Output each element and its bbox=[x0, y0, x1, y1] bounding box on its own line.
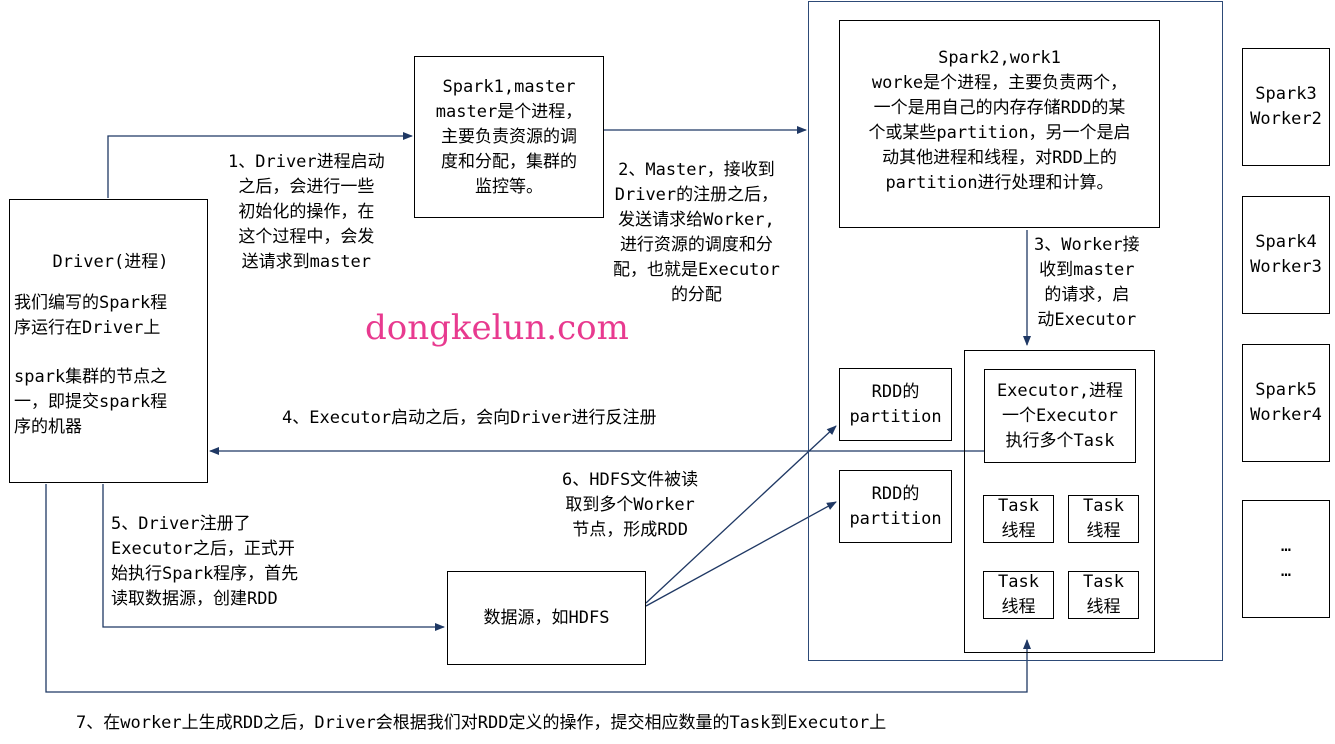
arrow-driver-to-tasks bbox=[45, 484, 1031, 693]
task-box: Task 线程 bbox=[1068, 495, 1139, 543]
step-6-label: 6、HDFS文件被读 取到多个Worker 节点，形成RDD bbox=[562, 470, 699, 540]
driver-box: Driver(进程) 我们编写的Spark程 序运行在Driver上 spark… bbox=[9, 199, 208, 483]
step-5-label: 5、Driver注册了 Executor之后，正式开 始执行Spark程序，首先… bbox=[111, 514, 299, 609]
arrow-datasource-to-partition-2 bbox=[645, 501, 837, 607]
worker-node-container bbox=[808, 1, 1223, 661]
arrow-driver-to-master bbox=[107, 132, 413, 198]
executor-box: Executor,进程 一个Executor 执行多个Task bbox=[984, 369, 1136, 463]
worker-box: … … bbox=[1242, 500, 1330, 618]
worker-box: Spark5 Worker4 bbox=[1242, 344, 1330, 462]
step-4-label: 4、Executor启动之后，会向Driver进行反注册 bbox=[282, 408, 657, 428]
task-box: Task 线程 bbox=[983, 571, 1054, 619]
worker-box: Spark4 Worker3 bbox=[1242, 196, 1330, 314]
rdd-partition-box: RDD的 partition bbox=[839, 368, 952, 441]
rdd-partition-box: RDD的 partition bbox=[839, 470, 952, 543]
driver-title: Driver(进程) bbox=[52, 252, 169, 272]
task-box: Task 线程 bbox=[1068, 571, 1139, 619]
driver-desc-1: 我们编写的Spark程 序运行在Driver上 bbox=[14, 293, 168, 338]
master-box: Spark1,master master是个进程， 主要负责资源的调 度和分配，… bbox=[414, 56, 604, 218]
arrow-driver-to-datasource bbox=[102, 484, 445, 631]
worker-box: Spark3 Worker2 bbox=[1242, 48, 1330, 166]
watermark: dongkelun.com bbox=[365, 308, 629, 348]
step-7-label: 7、在worker上生成RDD之后，Driver会根据我们对RDD定义的操作，提… bbox=[76, 713, 887, 733]
task-box: Task 线程 bbox=[983, 495, 1054, 543]
arrow-datasource-to-partition-1 bbox=[645, 425, 837, 604]
step-1-label: 1、Driver进程启动 之后，会进行一些 初始化的操作，在 这个过程中，会发 … bbox=[228, 152, 385, 272]
step-3-label: 3、Worker接 收到master 的请求，启 动Executor bbox=[1034, 235, 1140, 330]
driver-desc-2: spark集群的节点之 一，即提交spark程 序的机器 bbox=[14, 367, 168, 437]
datasource-box: 数据源，如HDFS bbox=[447, 571, 646, 665]
worker1-box: Spark2,work1 worke是个进程，主要负责两个， 一个是用自己的内存… bbox=[839, 20, 1160, 228]
executor-container bbox=[964, 350, 1155, 653]
step-2-label: 2、Master，接收到 Driver的注册之后， 发送请求给Worker, 进… bbox=[613, 160, 780, 305]
